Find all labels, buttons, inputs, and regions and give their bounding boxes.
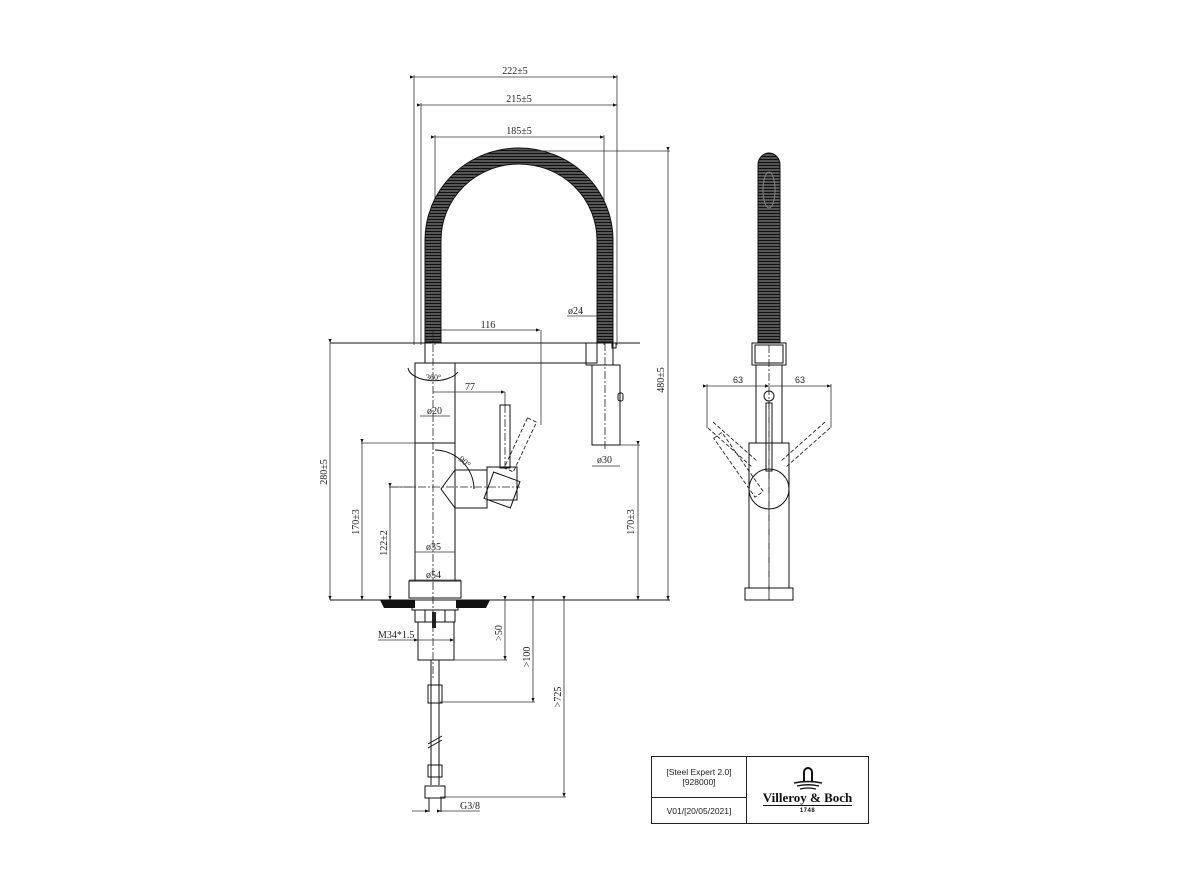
svg-text:215±5: 215±5 bbox=[506, 94, 532, 105]
spring-hose bbox=[424, 147, 614, 343]
brand-name: Villeroy & Boch bbox=[762, 789, 853, 806]
product-info: [Steel Expert 2.0] [928000] bbox=[652, 757, 746, 798]
svg-text:>100: >100 bbox=[522, 647, 533, 668]
brand-logo: Villeroy & Boch 1748 bbox=[747, 757, 868, 823]
svg-text:M34*1.5: M34*1.5 bbox=[378, 630, 414, 641]
title-block-info: [Steel Expert 2.0] [928000] V01/[20/05/2… bbox=[652, 757, 747, 823]
spring-hose-side bbox=[757, 152, 781, 344]
svg-text:G3/8: G3/8 bbox=[460, 801, 480, 812]
svg-text:63: 63 bbox=[795, 375, 805, 385]
svg-text:ø20: ø20 bbox=[427, 406, 442, 417]
svg-text:170±3: 170±3 bbox=[351, 509, 362, 535]
front-view: 222±5 215±5 185±5 480±5 116 ø24 bbox=[319, 66, 670, 813]
svg-text:185±5: 185±5 bbox=[506, 126, 532, 137]
dimension-overall-width: 222±5 bbox=[410, 66, 618, 345]
svg-text:ø24: ø24 bbox=[568, 306, 583, 317]
svg-text:>50: >50 bbox=[494, 625, 505, 641]
svg-text:280±5: 280±5 bbox=[319, 459, 330, 485]
svg-text:63: 63 bbox=[733, 375, 743, 385]
svg-text:ø30: ø30 bbox=[597, 455, 612, 466]
svg-text:77: 77 bbox=[465, 382, 475, 393]
svg-text:116: 116 bbox=[481, 320, 496, 331]
svg-text:122±2: 122±2 bbox=[379, 530, 390, 556]
version-info: V01/[20/05/2021] bbox=[652, 798, 746, 823]
article-number: [928000] bbox=[682, 777, 716, 787]
svg-text:170±3: 170±3 bbox=[626, 509, 637, 535]
svg-text:90°: 90° bbox=[457, 454, 473, 470]
product-name: [Steel Expert 2.0] bbox=[666, 767, 732, 777]
svg-text:222±5: 222±5 bbox=[502, 66, 528, 77]
svg-text:ø54: ø54 bbox=[426, 570, 441, 581]
version-date: V01/[20/05/2021] bbox=[666, 805, 732, 816]
title-block: [Steel Expert 2.0] [928000] V01/[20/05/2… bbox=[651, 756, 869, 824]
faucet-logo-icon bbox=[793, 766, 822, 790]
side-view: 63 63 bbox=[703, 152, 832, 601]
svg-text:ø35: ø35 bbox=[426, 542, 441, 553]
brand-year: 1748 bbox=[799, 807, 816, 814]
svg-text:360°: 360° bbox=[426, 373, 441, 382]
dimension-spout-width: 215±5 bbox=[417, 94, 617, 345]
svg-text:480±5: 480±5 bbox=[656, 367, 667, 393]
svg-text:>725: >725 bbox=[553, 687, 564, 708]
